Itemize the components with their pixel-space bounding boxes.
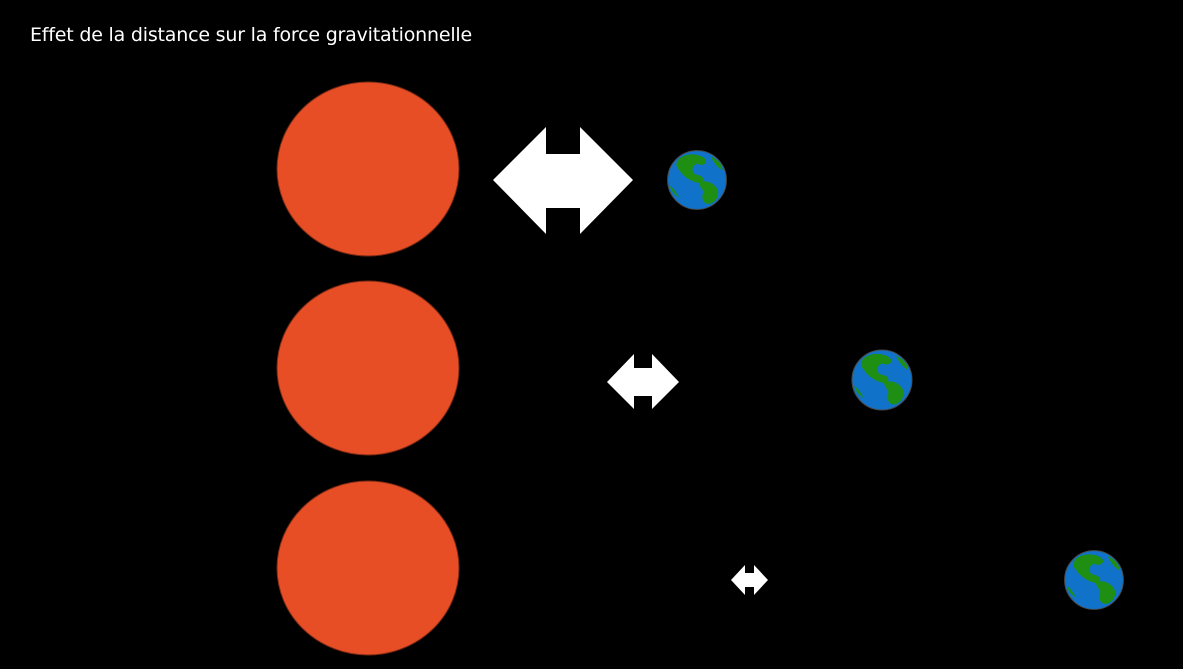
- row-1: [276, 81, 727, 257]
- row-2: [276, 280, 913, 456]
- star-icon: [276, 480, 460, 656]
- double-arrow-icon: [607, 354, 679, 409]
- diagram-title: Effet de la distance sur la force gravit…: [30, 24, 473, 46]
- earth-icon: [851, 349, 913, 411]
- row-3: [276, 480, 1124, 656]
- earth-icon: [667, 150, 727, 210]
- double-arrow-icon: [731, 565, 768, 595]
- star-icon: [276, 280, 460, 456]
- star-icon: [276, 81, 460, 257]
- earth-icon: [1064, 550, 1124, 610]
- double-arrow-icon: [493, 127, 633, 234]
